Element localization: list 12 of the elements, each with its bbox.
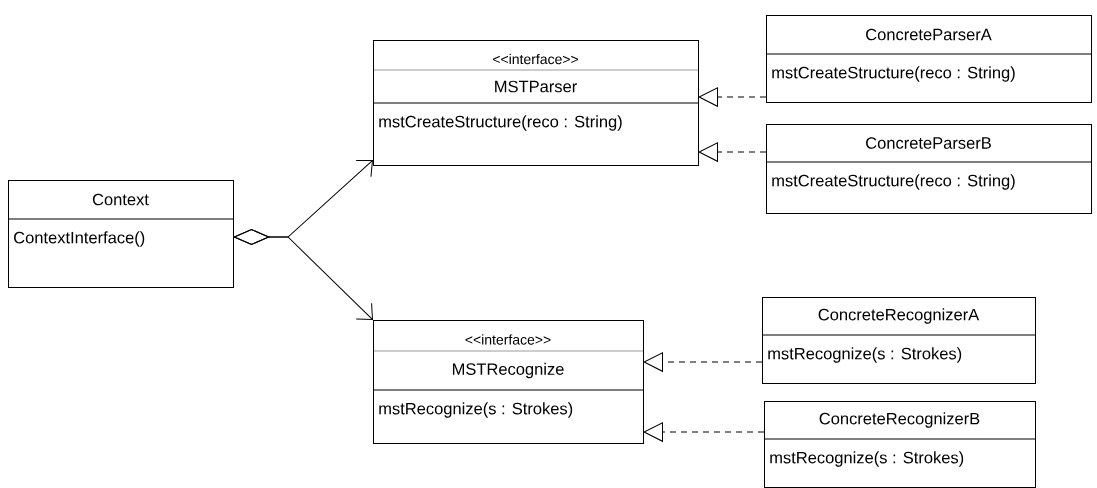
arrow	[698, 142, 767, 162]
class-box: <<interface>> MSTParser mstCreateStructure(reco : String)	[372, 40, 699, 166]
class-box: ConcreteRecognizerB mstRecognize(s : Strokes)	[763, 401, 1036, 488]
arrow	[643, 422, 765, 442]
class-box: Context ContextInterface()	[7, 180, 234, 288]
class-box: ConcreteParserA mstCreateStructure(reco : String)	[765, 15, 1092, 103]
class-box: ConcreteRecognizerA mstRecognize(s : Strokes)	[761, 297, 1036, 384]
arrow	[233, 229, 373, 320]
class-box: ConcreteParserB mstCreateStructure(reco : String)	[765, 124, 1092, 214]
class-box: <<interface>> MSTRecognize mstRecognize(s : Strokes)	[372, 320, 644, 444]
arrow	[698, 87, 767, 107]
arrow	[643, 352, 763, 372]
